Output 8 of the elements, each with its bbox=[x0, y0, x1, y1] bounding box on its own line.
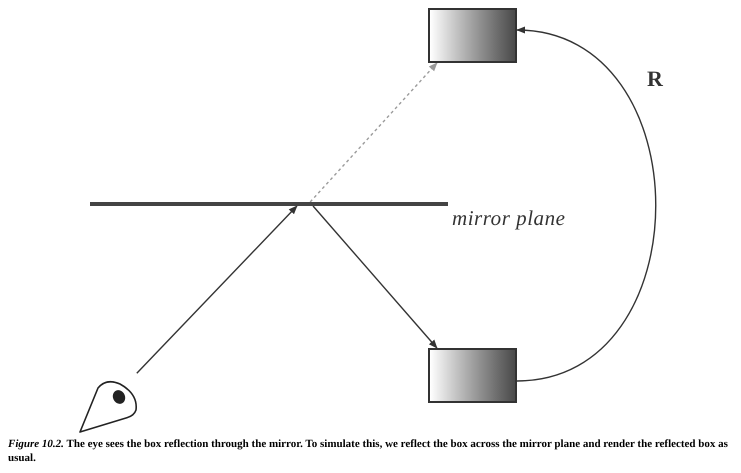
arrow bbox=[136, 205, 298, 374]
arrow bbox=[312, 206, 438, 349]
box-shape bbox=[428, 8, 517, 63]
arrow bbox=[516, 28, 656, 382]
box-shape bbox=[428, 348, 517, 403]
figure-caption: Figure 10.2. The eye sees the box reflection through the mirror. To simulate this, we reflect the box across the mirror plane and render the reflected box as usual. bbox=[8, 437, 729, 465]
plane-label: mirror plane bbox=[452, 205, 566, 232]
arrow bbox=[310, 62, 438, 202]
